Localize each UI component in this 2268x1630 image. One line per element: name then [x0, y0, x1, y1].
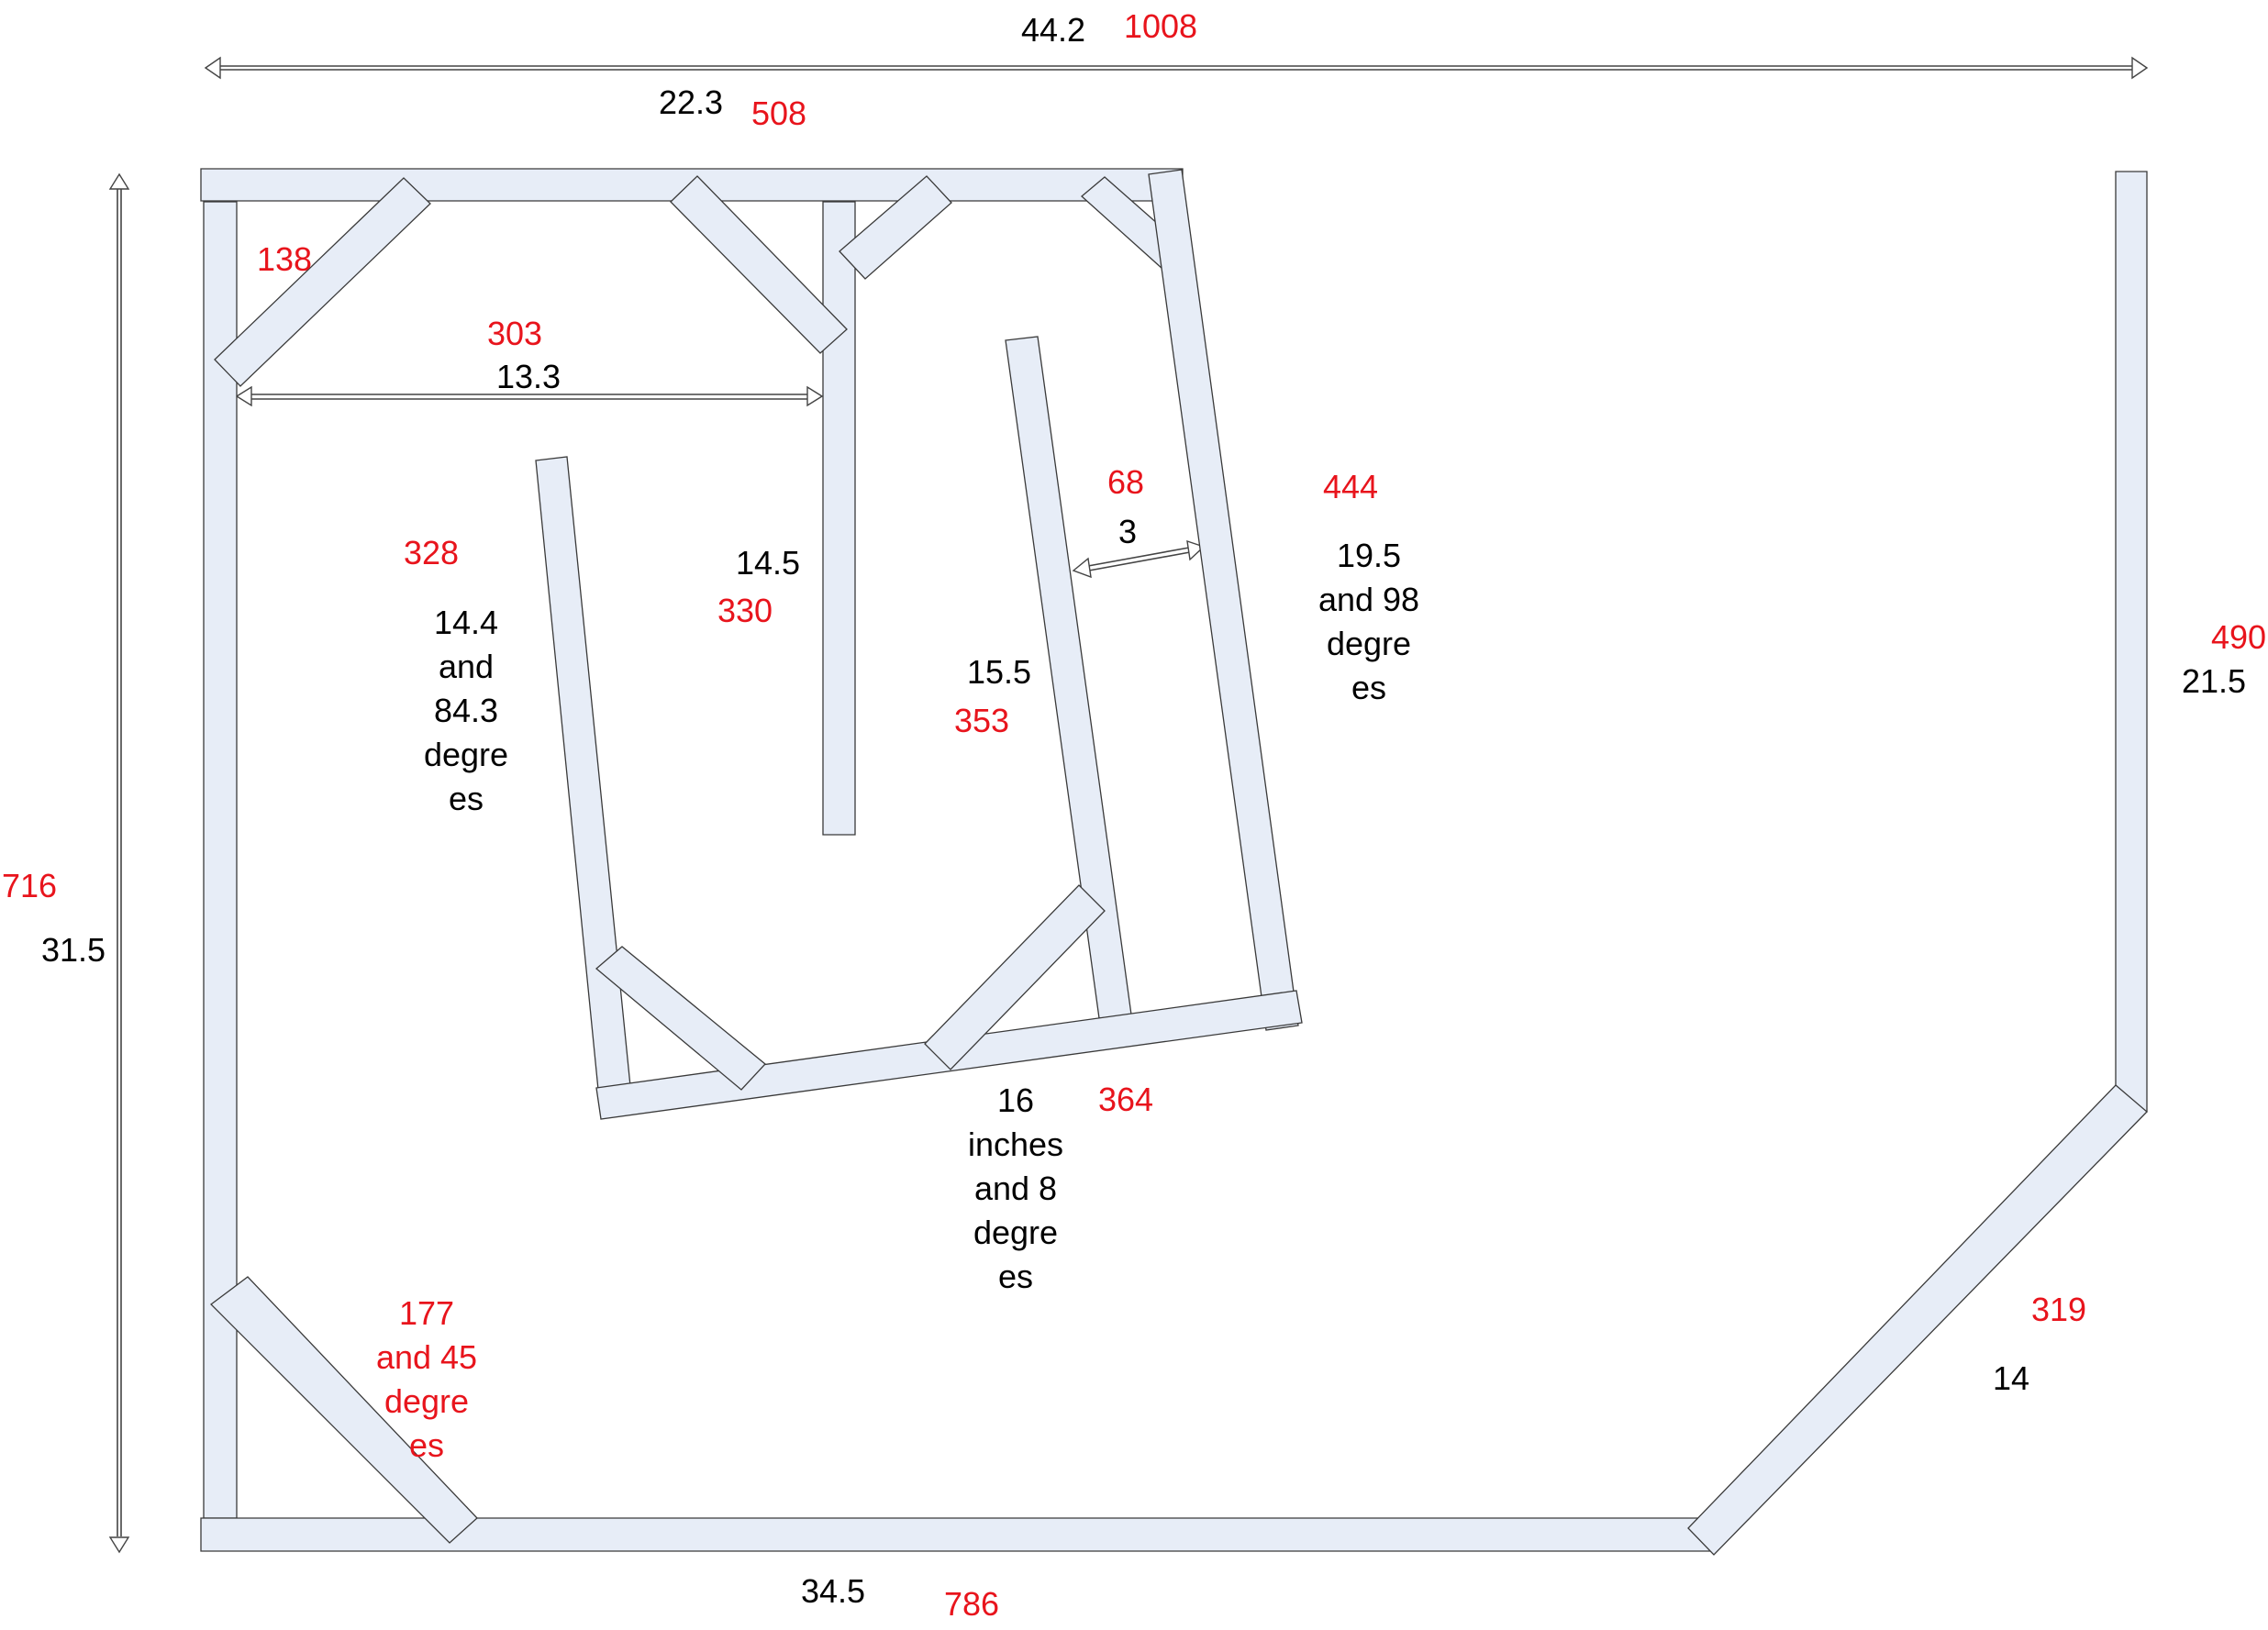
bottom-mm-label: 786 [943, 1585, 1000, 1623]
right-panel-inches-label: 19.5 and 98 degre es [1317, 537, 1420, 706]
gap-arrow [1087, 547, 1190, 567]
top-left-brace [214, 177, 431, 387]
top-total-mm-label: 1008 [1123, 7, 1198, 45]
divider-inches-label: 14.5 [735, 544, 801, 582]
far-right-inches-label: 21.5 [2181, 662, 2247, 700]
inner-bottom-mm-label: 364 [1097, 1081, 1154, 1118]
top-total-inches-label: 44.2 [1020, 11, 1086, 49]
bottom-inches-label: 34.5 [800, 1572, 866, 1610]
bottom-panel [200, 1517, 1712, 1552]
center-right-brace [839, 175, 952, 280]
far-right-panel [2115, 171, 2148, 1113]
gap-inches-label: 3 [1117, 513, 1138, 550]
inner-bottom-inches-label: 16 inches and 8 degre es [967, 1081, 1064, 1295]
corner-bottom-right-mm-label: 319 [2030, 1291, 2087, 1328]
far-right-mm-label: 490 [2210, 618, 2267, 656]
gap-mm-label: 68 [1106, 463, 1145, 501]
inner-width-inches-label: 13.3 [495, 358, 561, 395]
top-part-inches-label: 22.3 [658, 83, 724, 121]
corner-brace-mm-label: 138 [256, 240, 313, 278]
inner-right-mm-label: 353 [953, 702, 1010, 739]
center-left-brace [670, 175, 848, 354]
inner-bottom-right-brace [924, 884, 1106, 1070]
corner-bottom-left-label: 177 and 45 degre es [375, 1294, 478, 1464]
inner-width-mm-label: 303 [486, 315, 543, 352]
divider-mm-label: 330 [717, 592, 773, 629]
gap-arrow [1088, 551, 1191, 571]
top-part-mm-label: 508 [750, 94, 807, 132]
cabinet-panels [200, 168, 2148, 1556]
bottom-right-diagonal-panel [1687, 1084, 2148, 1556]
right-angled-panel [1148, 169, 1299, 1031]
inner-left-angled-panel [535, 456, 631, 1091]
left-height-mm-label: 716 [1, 867, 58, 904]
left-panel-mm-label: 328 [403, 534, 460, 571]
bottom-left-diagonal-panel [210, 1276, 478, 1544]
right-panel-mm-label: 444 [1322, 468, 1379, 505]
corner-bottom-right-inches-label: 14 [1992, 1359, 2030, 1397]
center-divider-panel [822, 201, 856, 836]
inner-bottom-left-brace [595, 946, 766, 1091]
left-height-inches-label: 31.5 [40, 931, 106, 969]
inner-right-inches-label: 15.5 [966, 653, 1032, 691]
left-panel-inches-label: 14.4 and 84.3 degre es [423, 604, 509, 817]
